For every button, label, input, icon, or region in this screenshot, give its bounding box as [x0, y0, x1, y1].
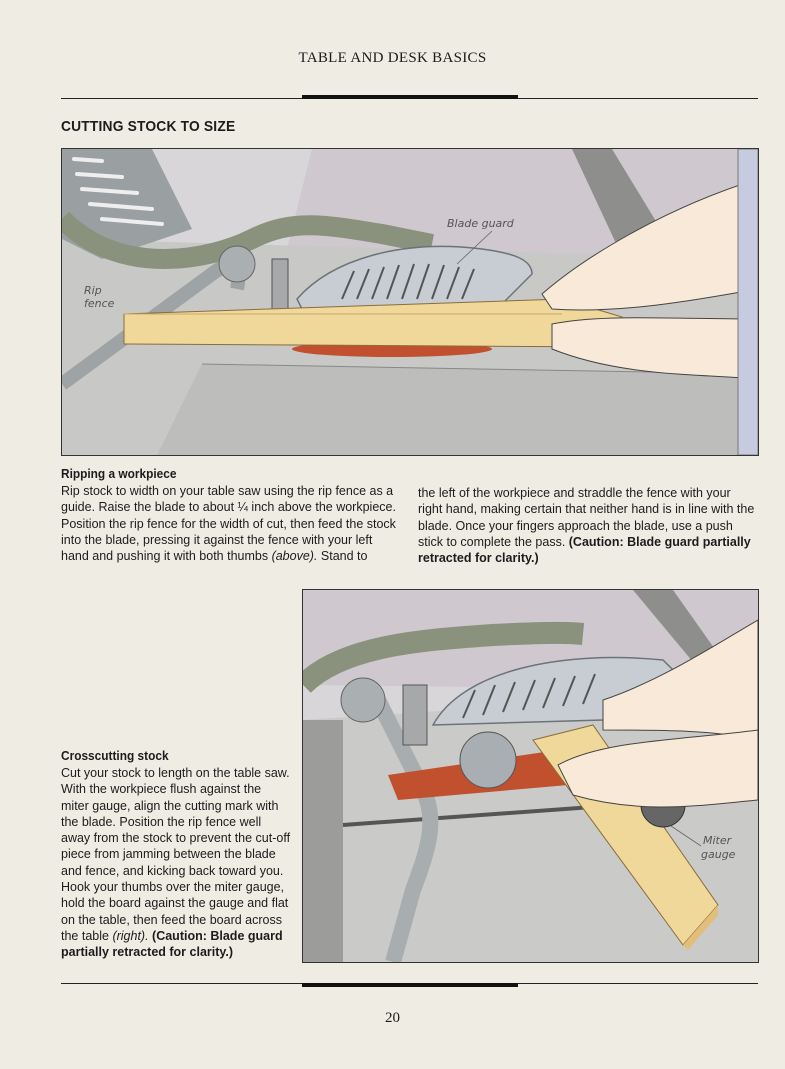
page-number: 20	[385, 1010, 400, 1026]
miter-gauge-label-line2: gauge	[701, 848, 736, 861]
ripping-text-above: (above).	[271, 549, 318, 564]
ripping-text-1: Rip stock to width on your table saw usi…	[61, 484, 396, 564]
ripping-text-4: the left of the workpiece and straddle t…	[418, 486, 755, 549]
crosscutting-text: Cut your stock to length on the table sa…	[61, 765, 291, 961]
miter-gauge-label-line1: Miter	[703, 834, 733, 847]
rip-fence-label-line1: Rip	[84, 284, 102, 297]
running-head: TABLE AND DESK BASICS	[298, 50, 487, 66]
ripping-illustration: Blade guard Rip fence	[61, 148, 759, 456]
rip-fence-label-line2: fence	[84, 297, 115, 310]
ripping-column-left: Ripping a workpiece Rip stock to width o…	[61, 467, 399, 564]
header-rule-accent	[302, 95, 518, 99]
ripping-caution: (Caution: Blade guard partially retracte…	[418, 534, 751, 566]
ripping-heading: Ripping a workpiece	[61, 467, 177, 481]
ripping-text-left: Rip stock to width on your table saw usi…	[61, 483, 399, 564]
ripping-column-right: the left of the workpiece and straddle t…	[418, 485, 756, 566]
footer-rule-accent	[302, 983, 518, 987]
crosscutting-heading: Crosscutting stock	[61, 749, 169, 763]
blade-guard-label: Blade guard	[447, 217, 515, 230]
crosscutting-illustration: Miter gauge	[302, 589, 759, 963]
ripping-text-3: Stand to	[317, 549, 368, 564]
section-title: CUTTING STOCK TO SIZE	[61, 118, 236, 135]
crosscutting-text-1: Cut your stock to length on the table sa…	[61, 766, 291, 943]
ripping-text-right: the left of the workpiece and straddle t…	[418, 485, 756, 566]
crosscutting-text-right: (right).	[112, 928, 149, 943]
crosscutting-column: Crosscutting stock Cut your stock to len…	[61, 749, 291, 961]
crosscutting-caution: (Caution: Blade guard partially retracte…	[61, 928, 283, 960]
